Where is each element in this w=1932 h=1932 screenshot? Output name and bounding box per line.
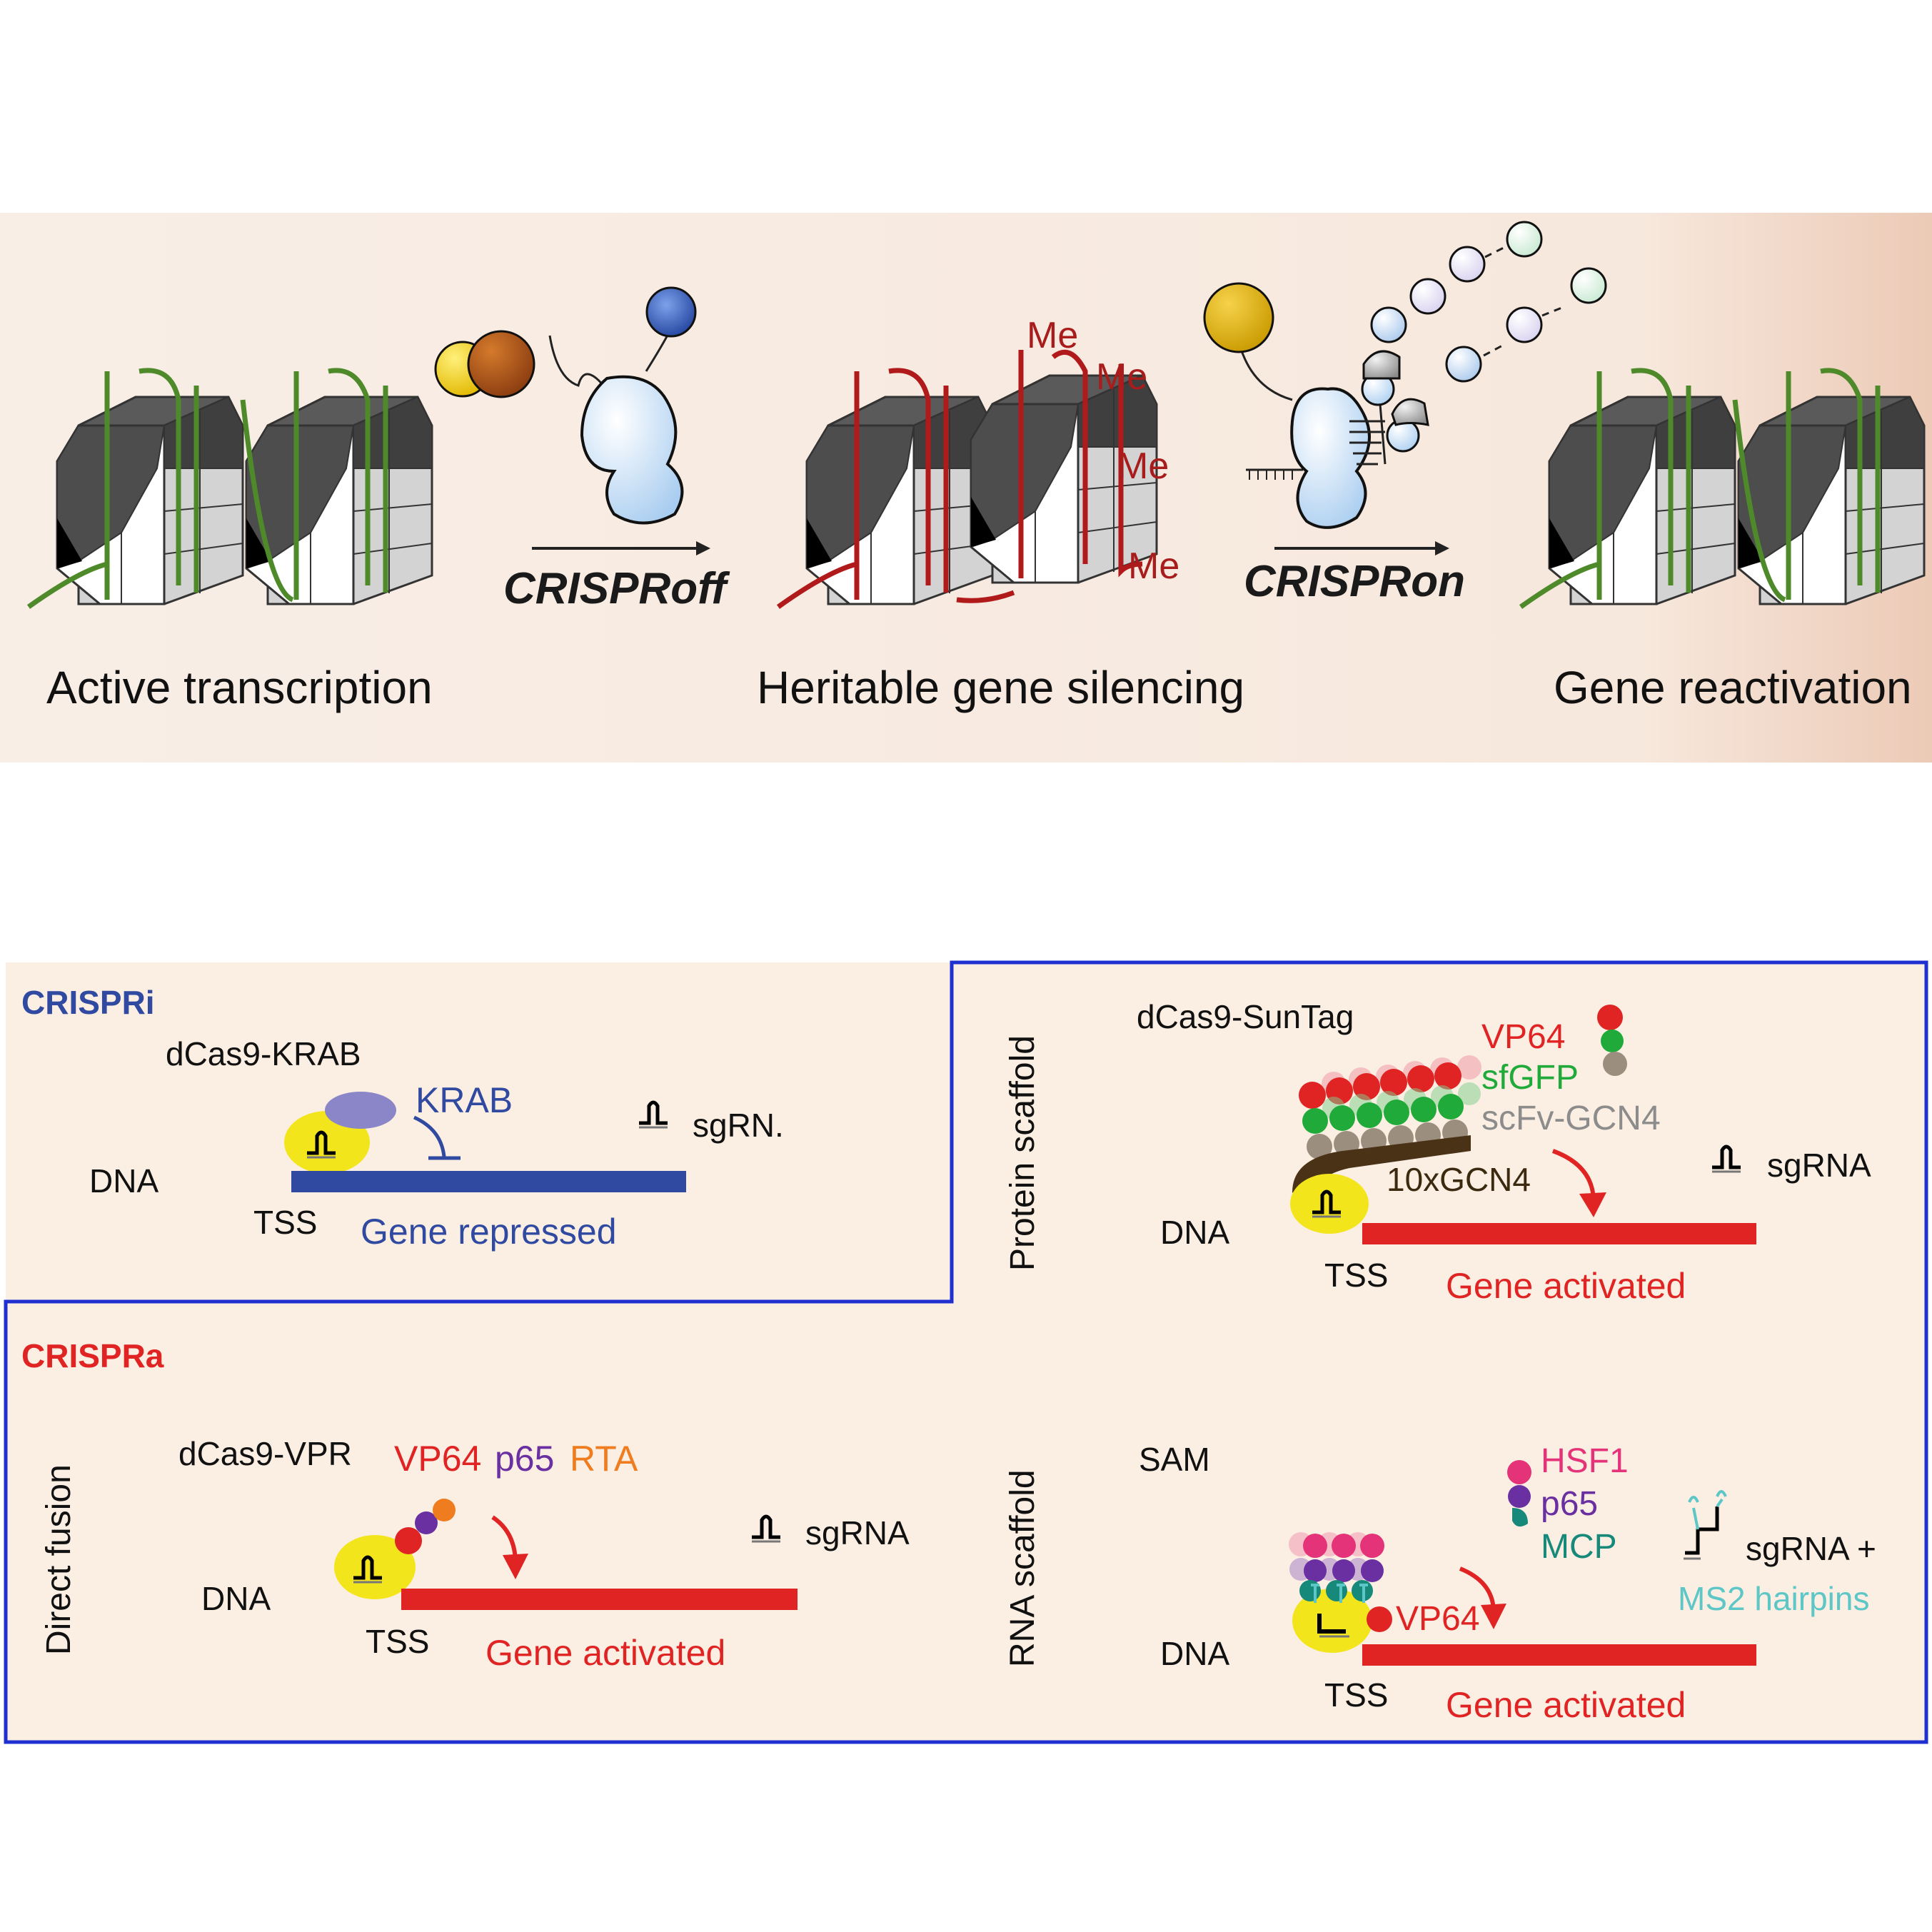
sgrna-label-vpr: sgRNA xyxy=(805,1514,910,1551)
suntag-array xyxy=(1292,1055,1481,1207)
crispri-title: CRISPRi xyxy=(21,984,155,1021)
outcome-label-vpr: Gene activated xyxy=(485,1633,725,1673)
dna-label: DNA xyxy=(89,1162,159,1199)
legend-hsf1: HSF1 xyxy=(1541,1442,1629,1480)
sam-vp64-label: VP64 xyxy=(1396,1600,1479,1638)
activation-arrowhead-suntag xyxy=(1579,1192,1606,1217)
rna-scaffold-side-label: RNA scaffold xyxy=(1004,1469,1042,1667)
tss-label: TSS xyxy=(253,1204,317,1241)
legend-mcp: MCP xyxy=(1541,1528,1617,1566)
methyl-mark-4: Me xyxy=(1128,545,1179,587)
vpr-bead-p65 xyxy=(415,1511,438,1534)
label-heritable-silencing: Heritable gene silencing xyxy=(757,662,1244,713)
activation-arrowhead-vpr xyxy=(503,1554,528,1579)
protein-scaffold-side-label: Protein scaffold xyxy=(1004,1035,1042,1271)
sam-complex xyxy=(1289,1532,1392,1653)
ms2-hairpins-label: MS2 hairpins xyxy=(1678,1580,1869,1617)
sgrna-label-suntag: sgRNA xyxy=(1767,1147,1871,1184)
domain-vp64: VP64 xyxy=(394,1439,481,1479)
bottom-panel-frame xyxy=(4,960,1928,1744)
direct-fusion-side-label: Direct fusion xyxy=(40,1464,78,1655)
legend-dot-vp64 xyxy=(1597,1005,1623,1030)
label-gene-reactivation: Gene reactivation xyxy=(1554,662,1912,713)
gene-bar-activated-sam xyxy=(1362,1644,1756,1666)
crispra-title: CRISPRa xyxy=(21,1337,164,1374)
outcome-label-sam: Gene activated xyxy=(1446,1685,1686,1725)
activation-arrowhead-sam xyxy=(1481,1604,1506,1629)
repression-arrow xyxy=(413,1115,446,1157)
bottom-panel-background xyxy=(6,962,1926,1742)
crispron-label: CRISPRon xyxy=(1244,557,1465,606)
outcome-label: Gene repressed xyxy=(361,1212,617,1252)
sam-construct: SAM xyxy=(1139,1441,1210,1478)
krab-label: KRAB xyxy=(416,1080,513,1120)
sgrna-ms2-icon xyxy=(1684,1490,1727,1560)
crispri-construct: dCas9-KRAB xyxy=(166,1035,361,1072)
crisproff-complex xyxy=(434,286,697,525)
suntag-construct: dCas9-SunTag xyxy=(1137,998,1354,1035)
tss-label-suntag: TSS xyxy=(1324,1257,1388,1294)
dna-silenced-strand xyxy=(776,349,1143,609)
dna-active-strand xyxy=(26,368,388,609)
activation-arrow-suntag xyxy=(1551,1149,1596,1200)
legend-sfgfp: sfGFP xyxy=(1481,1059,1579,1097)
methyl-marks: Me Me Me Me xyxy=(1027,315,1179,587)
domain-p65: p65 xyxy=(495,1439,554,1479)
vpr-bead-rta xyxy=(433,1499,456,1521)
dna-label-sam: DNA xyxy=(1160,1635,1229,1672)
legend-vp64: VP64 xyxy=(1481,1018,1565,1056)
dna-reactivated-strand xyxy=(1519,368,1881,609)
domain-rta: RTA xyxy=(570,1439,638,1479)
dna-label-suntag: DNA xyxy=(1160,1214,1229,1251)
crispron-complex xyxy=(1203,221,1607,529)
methyl-mark-2: Me xyxy=(1096,356,1147,398)
sgrna-label: sgRN. xyxy=(693,1107,784,1144)
sgrna-label-sam: sgRNA + xyxy=(1746,1530,1876,1567)
gene-bar-activated-suntag xyxy=(1362,1223,1756,1244)
legend-scfv: scFv-GCN4 xyxy=(1481,1100,1661,1137)
methyl-mark-3: Me xyxy=(1117,446,1169,487)
krab-domain xyxy=(325,1092,396,1129)
tss-label-sam: TSS xyxy=(1324,1676,1388,1714)
crisproff-label: CRISPRoff xyxy=(503,564,730,613)
vpr-construct: dCas9-VPR xyxy=(178,1435,352,1472)
scaffold-label: 10xGCN4 xyxy=(1387,1161,1531,1198)
legend-dot-hsf1 xyxy=(1507,1460,1531,1484)
outcome-label-suntag: Gene activated xyxy=(1446,1266,1686,1306)
gene-bar-repressed xyxy=(291,1171,686,1192)
vpr-bead-vp64 xyxy=(395,1527,422,1554)
dna-label-vpr: DNA xyxy=(201,1580,271,1617)
crispron-arrow xyxy=(1274,541,1449,555)
legend-p65: p65 xyxy=(1541,1485,1598,1523)
methyl-mark-1: Me xyxy=(1027,315,1078,356)
crisproff-arrow xyxy=(532,541,710,555)
tss-label-vpr: TSS xyxy=(366,1623,429,1660)
legend-dot-scfv xyxy=(1603,1052,1627,1076)
legend-dot-sfgfp xyxy=(1601,1030,1624,1052)
label-active-transcription: Active transcription xyxy=(46,662,433,713)
gene-bar-activated-vpr xyxy=(401,1589,798,1610)
legend-dot-mcp xyxy=(1512,1508,1528,1527)
legend-dot-p65 xyxy=(1508,1485,1531,1508)
